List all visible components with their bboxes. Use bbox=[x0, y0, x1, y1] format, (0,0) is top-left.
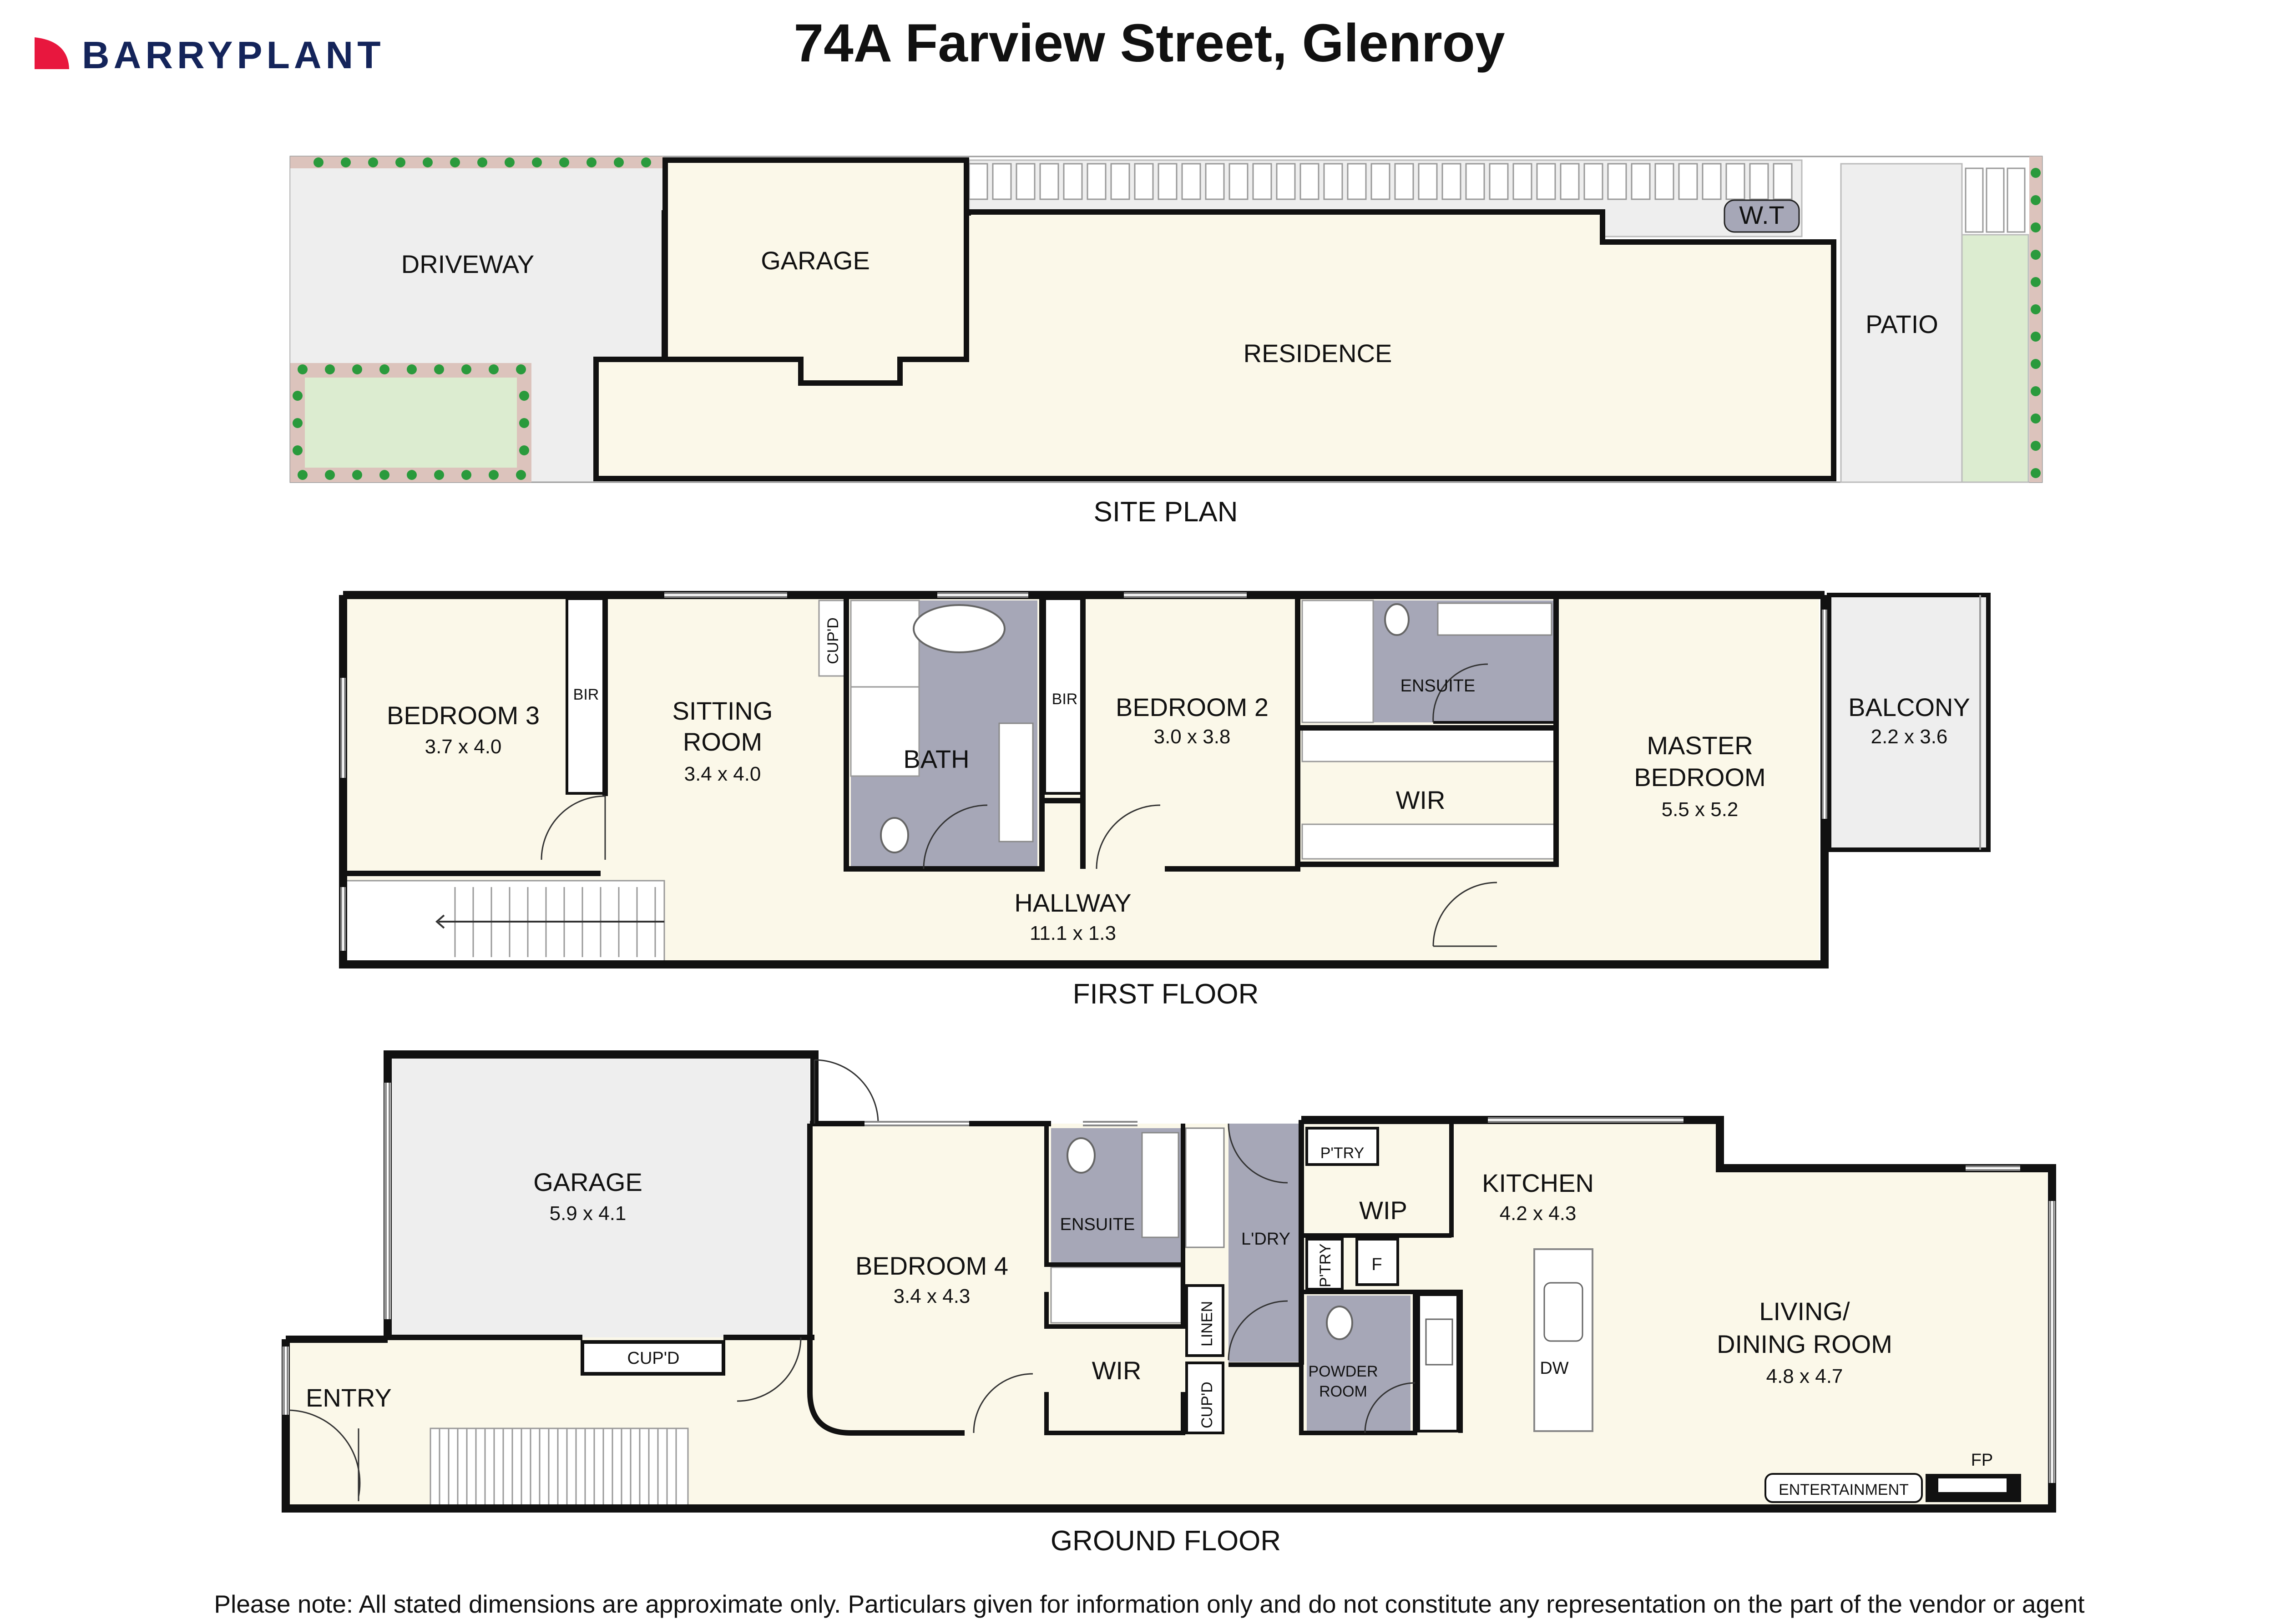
brand-logo: BARRYPLANT bbox=[35, 34, 385, 76]
gf-cupd-label: CUP'D bbox=[627, 1349, 680, 1368]
gf-living-size: 4.8 x 4.7 bbox=[1766, 1365, 1843, 1387]
gf-powder-label-2: ROOM bbox=[1319, 1383, 1367, 1400]
ff-master-label-1: MASTER bbox=[1647, 731, 1753, 760]
first-floor: BEDROOM 3 3.7 x 4.0 BIR SITTING ROOM 3.4… bbox=[339, 591, 1991, 1010]
ff-master-label-2: BEDROOM bbox=[1634, 763, 1765, 792]
gf-wip-label: WIP bbox=[1359, 1196, 1407, 1225]
ff-door-swings bbox=[541, 663, 1497, 947]
site-water-tank bbox=[1724, 199, 1800, 233]
ff-bedroom3-label: BEDROOM 3 bbox=[387, 701, 540, 730]
gf-fridge-label: F bbox=[1371, 1255, 1382, 1274]
gf-fireplace-label: FP bbox=[1971, 1451, 1993, 1470]
ff-sitting-size: 3.4 x 4.0 bbox=[684, 763, 761, 785]
site-garage-label: GARAGE bbox=[761, 246, 870, 275]
gf-powder-label-1: POWDER bbox=[1309, 1363, 1378, 1380]
site-water-tank-label: W.T bbox=[1739, 201, 1785, 229]
site-patio-lawn bbox=[1961, 234, 2029, 483]
ff-balcony bbox=[1827, 593, 1991, 852]
gf-laundry-label: L'DRY bbox=[1241, 1230, 1290, 1249]
ff-bath-label: BATH bbox=[903, 745, 969, 773]
site-patio-steps bbox=[1965, 167, 2026, 233]
gf-garage bbox=[388, 1054, 810, 1337]
site-fence-pavers bbox=[968, 163, 1793, 200]
gf-kitchen-label: KITCHEN bbox=[1482, 1169, 1594, 1197]
ff-bath-vanity bbox=[998, 722, 1034, 842]
page-title: 74A Farview Street, Glenroy bbox=[794, 13, 1505, 73]
gf-bedroom4-label: BEDROOM 4 bbox=[855, 1251, 1008, 1280]
gf-kitchen-size: 4.2 x 4.3 bbox=[1500, 1202, 1577, 1225]
gf-garage-label: GARAGE bbox=[533, 1168, 642, 1196]
gf-garage-size: 5.9 x 4.1 bbox=[550, 1202, 627, 1225]
gf-entertainment-label: ENTERTAINMENT bbox=[1779, 1481, 1909, 1498]
ground-floor: GARAGE 5.9 x 4.1 CUP'D ENTRY BEDROOM 4 3… bbox=[282, 1050, 2056, 1557]
site-garage bbox=[662, 157, 969, 386]
ff-bath-tub bbox=[913, 604, 1006, 653]
site-driveway-label: DRIVEWAY bbox=[401, 250, 534, 278]
gf-entry-label: ENTRY bbox=[306, 1383, 392, 1412]
ff-hallway-size: 11.1 x 1.3 bbox=[1030, 922, 1116, 944]
ff-windows bbox=[340, 592, 1827, 951]
site-patio bbox=[1840, 163, 1963, 483]
gf-linen-label: LINEN bbox=[1198, 1301, 1216, 1347]
ff-master-size: 5.5 x 5.2 bbox=[1662, 798, 1739, 821]
gf-stairs bbox=[430, 1427, 689, 1507]
ff-stairs bbox=[345, 880, 665, 964]
site-lawn bbox=[305, 378, 517, 468]
gf-windows bbox=[283, 1083, 2055, 1483]
disclaimer: Please note: All stated dimensions are a… bbox=[214, 1590, 2084, 1618]
ff-bir2-label: BIR bbox=[1052, 691, 1078, 708]
ff-bedroom2-label: BEDROOM 2 bbox=[1116, 693, 1269, 721]
site-residence-label: RESIDENCE bbox=[1244, 339, 1392, 368]
gf-living-label-1: LIVING/ bbox=[1759, 1297, 1850, 1326]
site-plan: DRIVEWAY GARAGE RESIDENCE W.T PATIO SITE… bbox=[289, 156, 2043, 528]
ff-hallway-label: HALLWAY bbox=[1014, 888, 1131, 917]
ff-sitting-label-1: SITTING bbox=[672, 696, 773, 725]
ff-bedroom3-size: 3.7 x 4.0 bbox=[425, 736, 502, 758]
site-plan-caption: SITE PLAN bbox=[1094, 496, 1238, 528]
brand-name: BARRYPLANT bbox=[82, 34, 385, 76]
gf-wir-label: WIR bbox=[1092, 1356, 1142, 1385]
site-hedge-top bbox=[290, 156, 663, 168]
first-floor-caption: FIRST FLOOR bbox=[1073, 978, 1259, 1010]
ff-bedroom2-size: 3.0 x 3.8 bbox=[1154, 726, 1231, 748]
ff-ensuite-label: ENSUITE bbox=[1400, 676, 1476, 696]
gf-cupd2-label: CUP'D bbox=[1198, 1382, 1216, 1428]
ff-balcony-size: 2.2 x 3.6 bbox=[1871, 726, 1948, 748]
ff-cupd-label: CUP'D bbox=[824, 617, 842, 664]
gf-bedroom4-size: 3.4 x 4.3 bbox=[894, 1285, 971, 1307]
gf-dishwasher-label: DW bbox=[1540, 1359, 1568, 1378]
site-hedge-right bbox=[2029, 156, 2042, 482]
brand-logo-icon bbox=[35, 37, 69, 69]
gf-pantry2-label: P'TRY bbox=[1317, 1243, 1334, 1287]
ff-balcony-label: BALCONY bbox=[1848, 693, 1970, 721]
ff-bir1-label: BIR bbox=[573, 686, 599, 703]
gf-pantry1-label: P'TRY bbox=[1320, 1145, 1365, 1162]
ff-wir-label: WIR bbox=[1396, 786, 1446, 814]
site-patio-label: PATIO bbox=[1866, 310, 1938, 338]
gf-door-swings bbox=[285, 1059, 1416, 1501]
ground-floor-caption: GROUND FLOOR bbox=[1051, 1525, 1281, 1557]
gf-ensuite-label: ENSUITE bbox=[1060, 1215, 1135, 1234]
ff-bath-toilet bbox=[880, 817, 909, 853]
ff-sitting-label-2: ROOM bbox=[683, 727, 762, 756]
gf-powder-room bbox=[1307, 1296, 1410, 1432]
gf-laundry bbox=[1228, 1124, 1300, 1362]
gf-living-label-2: DINING ROOM bbox=[1717, 1330, 1892, 1358]
ff-walls bbox=[339, 591, 1829, 968]
